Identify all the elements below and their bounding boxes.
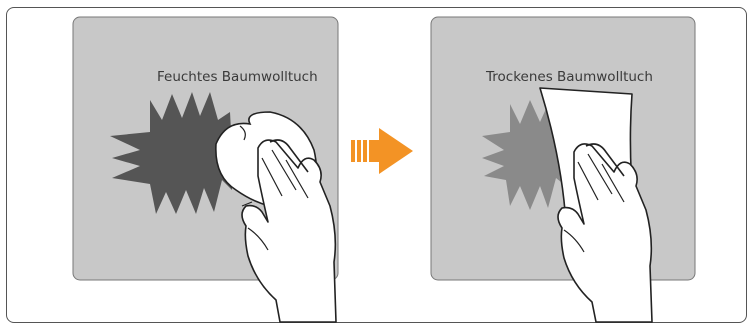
label-dry-cloth: Trockenes Baumwolltuch	[485, 69, 653, 85]
label-wet-cloth: Feuchtes Baumwolltuch	[157, 69, 318, 85]
panel-wet-cloth: Feuchtes Baumwolltuch	[73, 17, 338, 322]
orange-right-arrow-icon	[351, 128, 413, 174]
panel-dry-cloth: Trockenes Baumwolltuch	[431, 17, 695, 322]
